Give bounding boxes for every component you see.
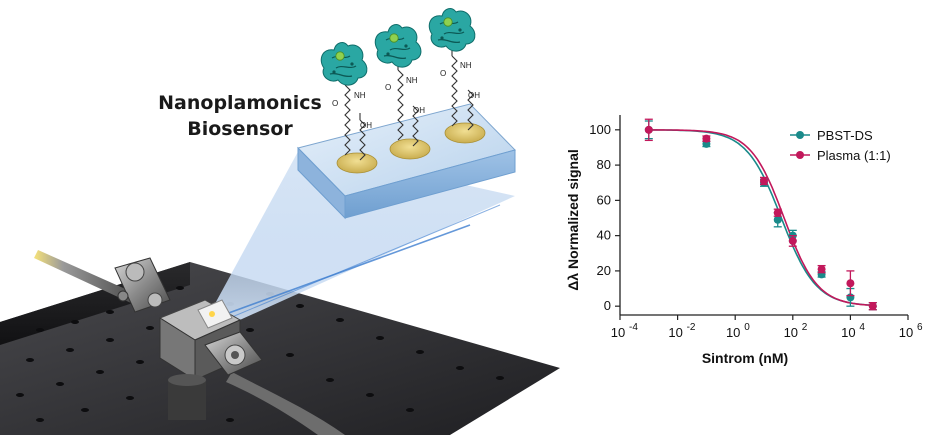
chart-data-points: [644, 118, 877, 311]
y-tick-label: 60: [597, 192, 611, 207]
y-tick-label: 100: [589, 122, 611, 137]
label-oh: OH: [468, 91, 480, 100]
legend-label: PBST-DS: [817, 128, 873, 143]
x-tick-label: 10: [668, 325, 682, 340]
chart-y-axis-label: Δλ Normalized signal: [565, 149, 581, 291]
x-tick-label: 10: [611, 325, 625, 340]
legend-marker: [796, 131, 804, 139]
y-tick-label: 20: [597, 263, 611, 278]
chart-legend: PBST-DS Plasma (1:1): [790, 128, 891, 163]
x-tick-exponent: -2: [687, 322, 696, 333]
surface-chemistry-1: NH O OH: [320, 41, 372, 161]
label-o: O: [385, 83, 391, 92]
data-point-1: [773, 215, 782, 224]
x-tick-exponent: 2: [802, 322, 808, 333]
label-oh: OH: [360, 121, 372, 130]
label-o: O: [332, 99, 338, 108]
table-holes: [16, 286, 504, 422]
label-o: O: [440, 69, 446, 78]
fit-curve-2: [648, 129, 874, 307]
data-point-2: [773, 208, 782, 217]
legend-marker: [796, 151, 804, 159]
fiber-mount-right: [204, 331, 263, 376]
data-point-2: [760, 176, 768, 185]
output-fiber: [226, 372, 345, 435]
label-nh: NH: [354, 91, 366, 100]
surface-chemistry-2: NH O OH: [374, 23, 425, 147]
x-tick-exponent: 6: [917, 322, 923, 333]
x-tick-exponent: 4: [859, 322, 865, 333]
y-tick-label: 80: [597, 157, 611, 172]
surface-chemistry-3: NH O OH: [428, 7, 480, 131]
y-tick-label: 40: [597, 228, 611, 243]
figure-title-line2: Biosensor: [187, 118, 293, 140]
data-point-2: [788, 236, 797, 245]
x-tick-exponent: 0: [744, 322, 750, 333]
label-nh: NH: [460, 61, 472, 70]
figure-title-line1: Nanoplamonics: [158, 92, 322, 114]
x-tick-label: 10: [784, 325, 798, 340]
data-point-2: [702, 134, 711, 143]
data-point-2: [644, 125, 653, 134]
data-point-2: [868, 302, 877, 311]
chart-fit-curves: [648, 129, 874, 307]
label-oh: OH: [413, 106, 425, 115]
x-tick-label: 10: [899, 325, 913, 340]
data-point-2: [817, 265, 826, 274]
x-tick-label: 10: [726, 325, 740, 340]
label-nh: NH: [406, 76, 418, 85]
y-tick-label: 0: [604, 298, 611, 313]
chart-x-axis-label: Sintrom (nM): [702, 350, 788, 366]
fiber-mount-left: [114, 257, 171, 313]
data-point-2: [846, 279, 855, 288]
x-tick-exponent: -4: [629, 322, 638, 333]
gold-nanodisks: [336, 122, 486, 174]
x-tick-label: 10: [841, 325, 855, 340]
legend-label: Plasma (1:1): [817, 148, 891, 163]
biosensor-illustration: NH O OH NH O OH NH O OH: [0, 7, 560, 435]
